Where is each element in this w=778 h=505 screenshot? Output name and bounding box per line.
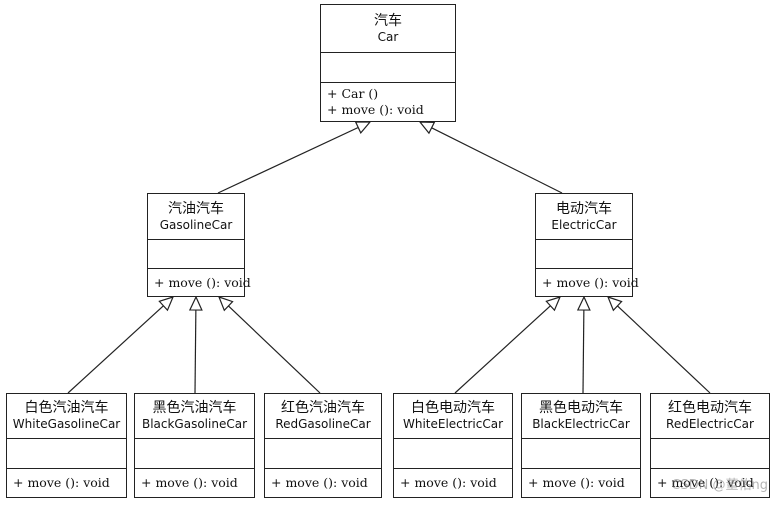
operation-move: + move (): void [528,475,625,490]
operations-section: + move (): void [522,469,640,497]
class-name-section: 汽车 Car [321,5,455,53]
class-name-cn: 白色电动汽车 [411,400,495,416]
edge-red-electric-to-electric [617,305,711,394]
generalization-arrowhead-icon [576,295,591,311]
attributes-section [265,439,381,469]
operations-section: + move (): void [265,469,381,497]
operations-section: + move (): void [651,469,769,497]
class-name-en: BlackGasolineCar [141,417,248,431]
generalization-arrowhead-icon [545,296,562,312]
generalization-arrowhead-icon [354,121,372,135]
class-white-gasoline-car: 白色汽油汽车 WhiteGasolineCar + move (): void [6,393,127,498]
class-black-gasoline-car: 黑色汽油汽车 BlackGasolineCar + move (): void [134,393,255,498]
edge-electric-to-car [431,127,563,194]
class-name-cn: 红色汽油汽车 [281,400,365,416]
class-name-section: 黑色电动汽车 BlackElectricCar [522,394,640,439]
class-name-cn: 白色汽油汽车 [24,400,109,416]
class-name-cn: 汽油汽车 [168,200,224,217]
attributes-section [135,439,254,469]
attributes-section [148,240,244,269]
class-name-cn: 黑色电动汽车 [539,400,623,416]
operation-move: + move (): void [271,475,368,490]
edge-black-electric-to-electric [582,309,585,394]
class-name-cn: 黑色汽油汽车 [152,400,237,416]
edge-white-gasoline-to-gasoline [67,305,164,394]
class-name-en: WhiteGasolineCar [12,417,121,431]
generalization-arrowhead-icon [158,296,175,312]
class-name-section: 红色电动汽车 RedElectricCar [651,394,769,439]
class-name-cn: 汽车 [374,12,402,29]
class-name-section: 电动汽车 ElectricCar [536,194,632,240]
operation-constructor: + Car () [327,86,379,101]
class-name-en: Car [377,29,399,44]
generalization-arrowhead-icon [188,295,203,311]
operation-move: + move (): void [154,274,251,290]
attributes-section [394,439,512,469]
class-name-section: 黑色汽油汽车 BlackGasolineCar [135,394,254,439]
operation-move: + move (): void [400,475,497,490]
class-gasoline-car: 汽油汽车 GasolineCar + move (): void [147,193,251,297]
operation-move: + move (): void [141,475,238,490]
operations-section: + Car () + move (): void [321,83,455,121]
generalization-arrowhead-icon [606,296,623,312]
edge-black-gasoline-to-gasoline [194,309,197,394]
operations-section: + move (): void [148,269,251,296]
edge-red-gasoline-to-gasoline [228,305,321,394]
class-name-section: 汽油汽车 GasolineCar [148,194,244,240]
class-red-electric-car: 红色电动汽车 RedElectricCar + move (): void [650,393,770,498]
generalization-arrowhead-icon [418,121,436,135]
watermark: CSDN @董佑ng [671,478,768,493]
class-name-cn: 红色电动汽车 [668,400,752,416]
operations-section: + move (): void [536,269,639,296]
class-name-en: BlackElectricCar [532,417,630,431]
class-electric-car: 电动汽车 ElectricCar + move (): void [535,193,639,297]
class-red-gasoline-car: 红色汽油汽车 RedGasolineCar + move (): void [264,393,382,498]
class-name-en: RedElectricCar [666,417,754,431]
attributes-section [651,439,769,469]
generalization-arrowhead-icon [217,296,234,312]
class-name-en: RedGasolineCar [275,417,371,431]
class-car: 汽车 Car + Car () + move (): void [320,4,456,122]
edge-gasoline-to-car [217,126,359,194]
class-name-en: ElectricCar [551,217,617,232]
attributes-section [321,53,455,83]
attributes-section [7,439,126,469]
operation-move: + move (): void [13,475,110,490]
class-name-en: WhiteElectricCar [402,417,504,431]
class-black-electric-car: 黑色电动汽车 BlackElectricCar + move (): void [521,393,641,498]
operation-move: + move (): void [327,102,424,117]
attributes-section [536,240,632,269]
attributes-section [522,439,640,469]
class-white-electric-car: 白色电动汽车 WhiteElectricCar + move (): void [393,393,513,498]
operations-section: + move (): void [394,469,512,497]
operation-move: + move (): void [542,274,639,290]
operation-move: + move (): void [657,475,754,490]
class-name-en: GasolineCar [159,217,233,232]
class-name-section: 红色汽油汽车 RedGasolineCar [265,394,381,439]
edge-white-electric-to-electric [454,305,551,394]
operations-section: + move (): void [135,469,254,497]
class-name-cn: 电动汽车 [556,200,612,217]
class-name-section: 白色汽油汽车 WhiteGasolineCar [7,394,126,439]
operations-section: + move (): void [7,469,126,497]
class-name-section: 白色电动汽车 WhiteElectricCar [394,394,512,439]
